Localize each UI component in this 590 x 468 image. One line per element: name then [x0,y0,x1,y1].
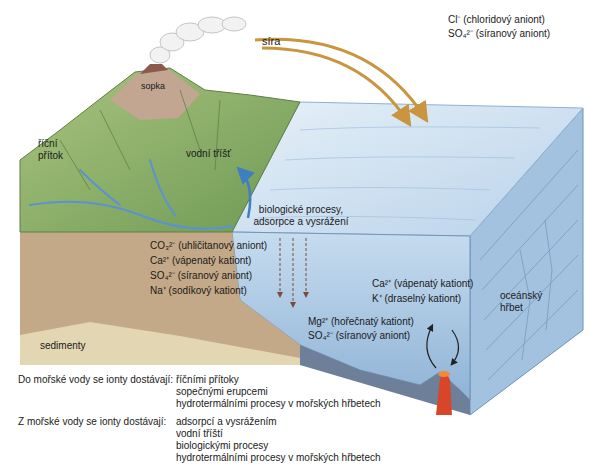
ion-label: Ca²⁺ (vápenatý kationt) [372,278,473,290]
ion-label: Cl⁻ (chloridový aniont) [448,14,545,26]
spray-label: vodní tříšť [186,148,231,160]
volcano-label: sopka [141,80,165,92]
process-label: biologické procesy, adsorpce a vysrážení [240,204,362,228]
note-item: sopečnými erupcemi [176,386,268,398]
ion-label: Mg²⁺ (hořečnatý kationt) [308,316,414,328]
ion-label: CO₃²⁻ (uhličitanový aniont) [150,240,267,252]
river-label: říční přítok [38,138,80,162]
sediment-label: sedimenty [40,340,86,352]
note-item: adsorpcí a vysrážením [176,416,277,428]
note-item: říčními přítoky [176,374,239,386]
ion-label: Na⁺ (sodíkový kationt) [150,285,247,297]
note-item: hydrotermálními procesy v mořských hřbet… [176,398,381,410]
note-heading: Z mořské vody se ionty dostávají: [18,416,166,428]
ion-label: SO₄²⁻ (síranový aniont) [448,28,550,40]
note-item: hydrotermálními procesy v mořských hřbet… [176,452,381,464]
ion-label: SO₄²⁻ (síranový aniont) [308,330,410,342]
ion-label: SO₄²⁻ (síranový aniont) [150,270,252,282]
note-item: biologickými procesy [176,440,268,452]
ridge-label: oceánský hřbet [500,290,562,314]
note-item: vodní tříští [176,428,223,440]
ion-label: Ca²⁺ (vápenatý kationt) [150,255,251,267]
ion-label: K⁺ (draselný kationt) [372,293,461,305]
element-label: síra [262,35,280,47]
note-heading: Do mořské vody se ionty dostávají: [18,374,173,386]
